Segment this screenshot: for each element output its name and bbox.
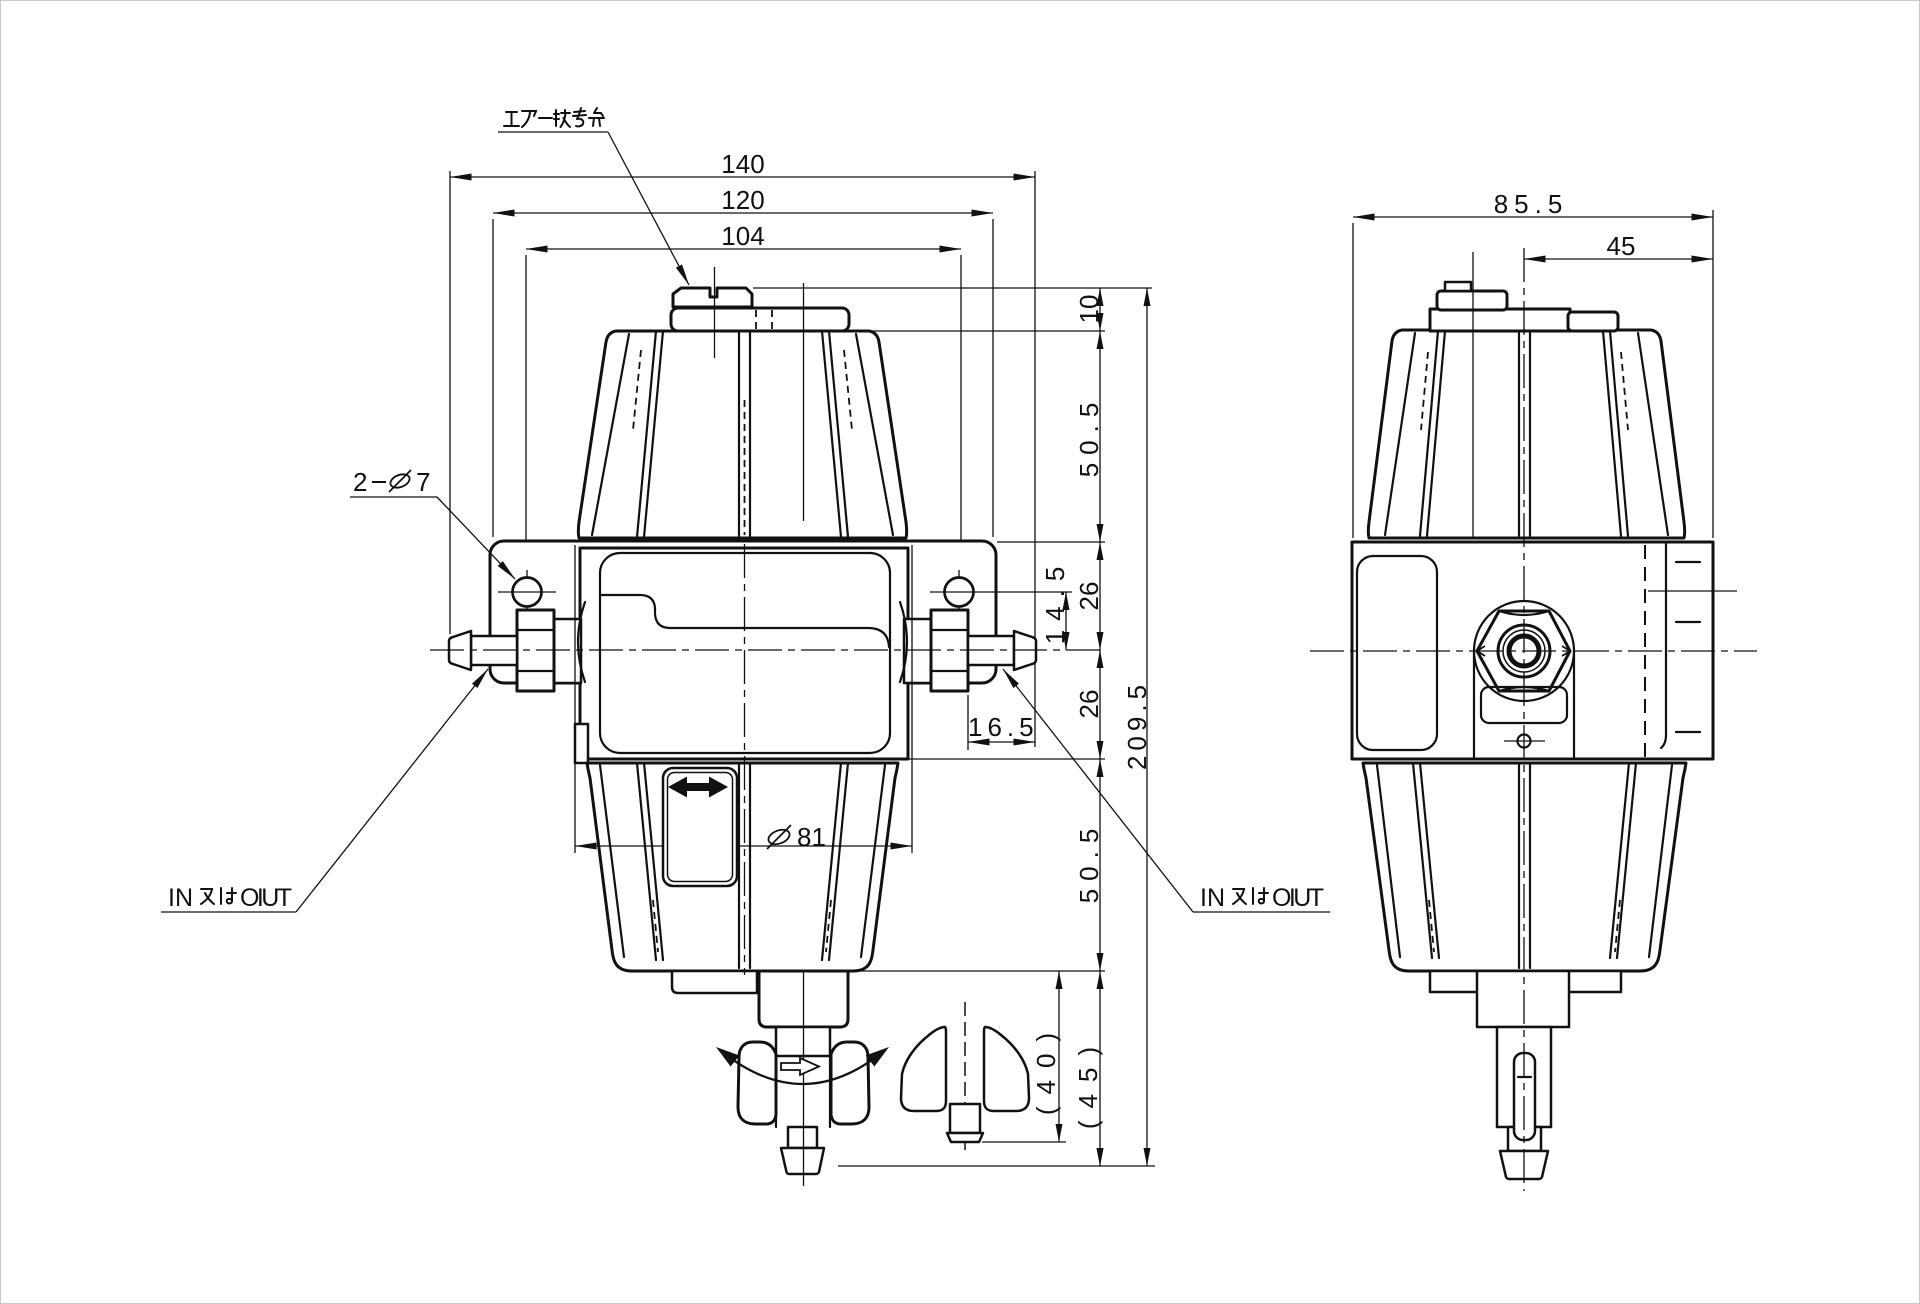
svg-text:120: 120 (721, 185, 764, 215)
svg-text:2: 2 (353, 467, 367, 497)
svg-text:16.5: 16.5 (968, 712, 1039, 742)
svg-text:(45): (45) (1073, 1035, 1103, 1129)
svg-text:81: 81 (797, 822, 826, 852)
svg-text:140: 140 (721, 149, 764, 179)
svg-text:IN: IN (1200, 884, 1225, 912)
svg-text:209.5: 209.5 (1122, 680, 1152, 770)
svg-text:45: 45 (1607, 231, 1636, 261)
svg-text:IN: IN (168, 884, 193, 912)
svg-text:(40): (40) (1031, 1021, 1061, 1115)
svg-text:14.5: 14.5 (1040, 558, 1070, 645)
svg-text:104: 104 (721, 221, 764, 251)
svg-text:10: 10 (1074, 295, 1104, 324)
svg-text:50.5: 50.5 (1074, 395, 1104, 478)
svg-text:OIUT: OIUT (1272, 884, 1324, 912)
svg-text:26: 26 (1074, 582, 1104, 611)
svg-text:26: 26 (1074, 690, 1104, 719)
svg-text:7: 7 (416, 467, 430, 497)
svg-text:50.5: 50.5 (1074, 821, 1104, 904)
svg-text:85.5: 85.5 (1494, 189, 1569, 219)
svg-text:OIUT: OIUT (240, 884, 292, 912)
